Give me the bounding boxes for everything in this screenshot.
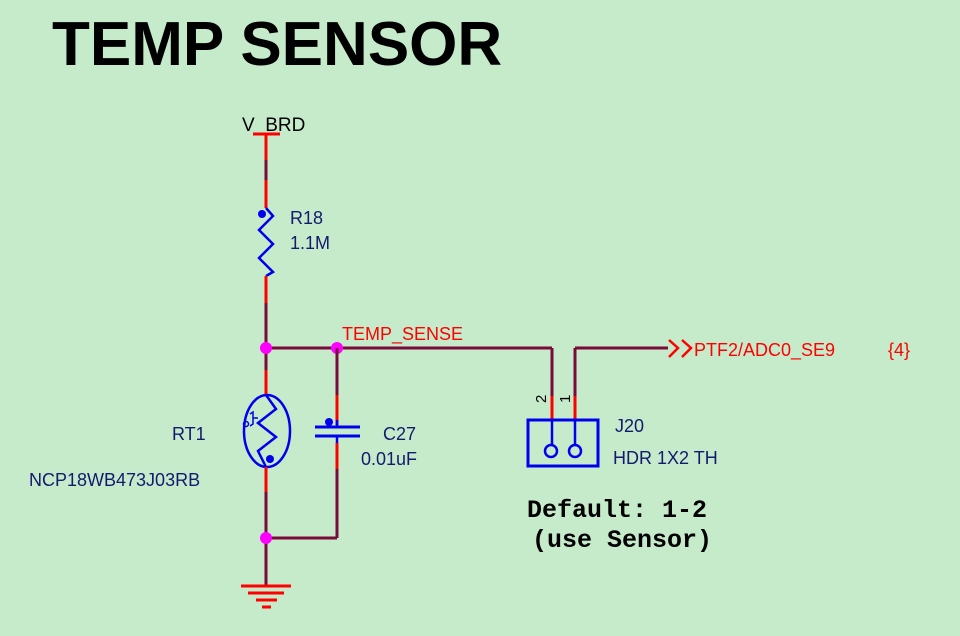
offpage-connector-ptf2[interactable]: PTF2/ADC0_SE9 {4} [668, 339, 910, 361]
sheet-title: TEMP SENSOR [52, 10, 503, 79]
offpage-label: PTF2/ADC0_SE9 [694, 340, 835, 361]
pin-number-2: 2 [533, 395, 550, 403]
resistor-r18[interactable]: R18 1.1M [257, 207, 330, 278]
r18-value: 1.1M [290, 233, 330, 253]
j20-designator: J20 [615, 416, 644, 436]
c27-designator: C27 [383, 424, 416, 444]
ground-icon [241, 584, 291, 609]
j20-value: HDR 1X2 TH [613, 448, 718, 468]
pin-number-1: 1 [557, 395, 574, 403]
rt1-designator: RT1 [172, 424, 206, 444]
thermistor-rt1[interactable]: RT1 NCP18WB473J03RB [29, 370, 292, 492]
offpage-arrow-icon [668, 339, 680, 358]
net-temp-sense[interactable]: TEMP_SENSE [266, 324, 554, 396]
power-port-v-brd[interactable]: V_BRD [242, 115, 305, 208]
header-j20[interactable]: 2 1 J20 HDR 1X2 TH [526, 346, 718, 468]
junction-dot [260, 342, 272, 354]
capacitor-c27[interactable]: C27 0.01uF [315, 348, 417, 538]
resistor-icon [257, 207, 276, 278]
power-label: V_BRD [242, 115, 305, 136]
junction-dot [260, 532, 272, 544]
connector-icon [526, 418, 600, 468]
note-line-2: (use Sensor) [532, 526, 712, 555]
sheet-reference[interactable]: {4} [888, 340, 910, 360]
rt1-value: NCP18WB473J03RB [29, 470, 200, 490]
note-line-1: Default: 1-2 [527, 496, 707, 525]
net-label-temp-sense: TEMP_SENSE [342, 324, 463, 345]
pin1-dot [258, 210, 266, 218]
r18-designator: R18 [290, 208, 323, 228]
c27-value: 0.01uF [361, 449, 417, 469]
